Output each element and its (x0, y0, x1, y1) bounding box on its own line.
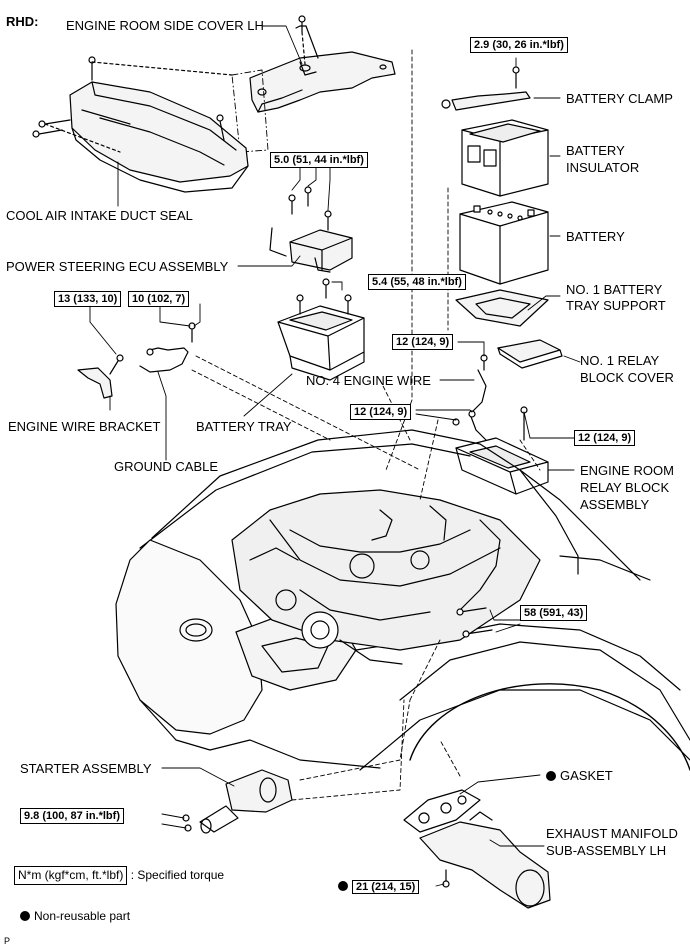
torque-engine-wire-lower: 12 (124, 9) (350, 404, 412, 420)
battery-tray-drawing (277, 278, 365, 381)
torque-engine-wire-upper: 12 (124, 9) (392, 334, 454, 350)
torque-wire-bracket: 13 (133, 10) (54, 291, 122, 307)
cool-air-intake-duct-seal-drawing (32, 56, 249, 193)
assembly-guide-lines (191, 49, 541, 801)
legend-torque: N*m (kgf*cm, ft.*lbf) : Specified torque (14, 866, 224, 885)
label-battery-tray-support-line1: NO. 1 BATTERY (566, 282, 663, 297)
wire-bracket-ground-cable-drawing (77, 322, 196, 399)
label-ground-cable: GROUND CABLE (114, 459, 219, 474)
torque-battery-clamp: 2.9 (30, 26 in.*lbf) (470, 37, 568, 53)
battery-insulator-drawing (461, 119, 549, 197)
legend-nonreusable: Non-reusable part (20, 909, 130, 923)
region-label: RHD: (6, 14, 39, 29)
label-cool-air-intake-duct-seal: COOL AIR INTAKE DUCT SEAL (6, 208, 193, 223)
label-relay-block-line3: ASSEMBLY (580, 497, 650, 512)
torque-relay-block: 12 (124, 9) (574, 430, 636, 446)
legend-torque-text: : Specified torque (130, 868, 225, 882)
footer-code: P (4, 936, 11, 946)
torque-manifold-nut-group: 21 (214, 15) (338, 879, 420, 894)
label-engine-wire-bracket: ENGINE WIRE BRACKET (8, 419, 161, 434)
battery-clamp-drawing (441, 66, 531, 111)
non-reusable-marker-icon (20, 911, 30, 921)
non-reusable-marker-icon (546, 771, 556, 781)
battery-drawing (459, 201, 549, 285)
label-exhaust-manifold-line2: SUB-ASSEMBLY LH (546, 843, 667, 858)
torque-starter: 58 (591, 43) (520, 605, 588, 621)
starter-drawing (182, 769, 293, 834)
engine-room-side-cover-drawing (249, 15, 396, 113)
leader-lines (89, 25, 581, 887)
legend-nonreusable-text: Non-reusable part (34, 909, 131, 923)
relay-block-drawing (455, 406, 549, 495)
label-battery-insulator-line1: BATTERY (566, 143, 625, 158)
torque-manifold-nut: 21 (214, 15) (352, 880, 420, 894)
label-starter-assembly: STARTER ASSEMBLY (20, 761, 152, 776)
gasket-drawing (403, 789, 481, 833)
torque-starter-small: 9.8 (100, 87 in.*lbf) (20, 808, 124, 824)
torque-battery-tray: 5.4 (55, 48 in.*lbf) (368, 274, 466, 290)
label-gasket: GASKET (546, 768, 613, 783)
label-battery: BATTERY (566, 229, 625, 244)
non-reusable-marker-icon (338, 881, 348, 891)
label-relay-block-cover-line2: BLOCK COVER (580, 370, 674, 385)
label-exhaust-manifold-line1: EXHAUST MANIFOLD (546, 826, 678, 841)
label-relay-block-cover-line1: NO. 1 RELAY (580, 353, 660, 368)
relay-block-cover-drawing (497, 339, 563, 369)
label-power-steering-ecu-assembly: POWER STEERING ECU ASSEMBLY (6, 259, 229, 274)
exhaust-manifold-drawing (419, 811, 551, 909)
battery-tray-support-drawing (455, 289, 549, 327)
label-battery-tray-support-line2: TRAY SUPPORT (566, 298, 666, 313)
power-steering-ecu-drawing (269, 186, 353, 273)
legend-torque-unit: N*m (kgf*cm, ft.*lbf) (14, 866, 128, 885)
torque-ground-cable: 10 (102, 7) (128, 291, 190, 307)
torque-ps-ecu: 5.0 (51, 44 in.*lbf) (270, 152, 368, 168)
gasket-text: GASKET (560, 768, 613, 783)
starter-bolts-drawing (456, 607, 493, 638)
label-battery-insulator-line2: INSULATOR (566, 160, 640, 175)
vehicle-engine-bay-drawing (115, 429, 690, 771)
engine-wire-drawing (452, 354, 488, 441)
label-engine-room-side-cover-lh: ENGINE ROOM SIDE COVER LH (66, 18, 264, 33)
label-relay-block-line2: RELAY BLOCK (580, 480, 670, 495)
label-battery-tray: BATTERY TRAY (196, 419, 292, 434)
label-relay-block-line1: ENGINE ROOM (580, 463, 674, 478)
label-battery-clamp: BATTERY CLAMP (566, 91, 673, 106)
label-no4-engine-wire: NO. 4 ENGINE WIRE (306, 373, 431, 388)
